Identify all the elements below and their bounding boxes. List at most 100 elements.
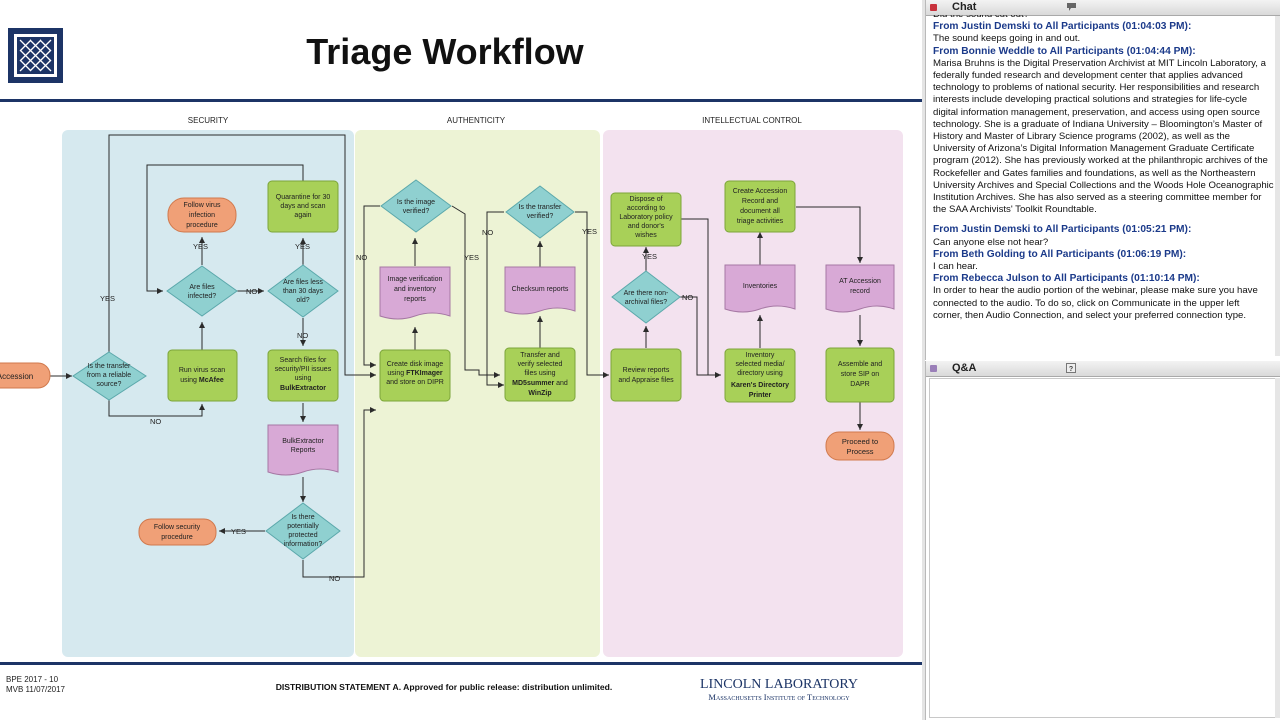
- panel-divider[interactable]: [922, 0, 925, 720]
- chat-message-text: program (2012). She has previously worke…: [933, 155, 1268, 167]
- decision-text: Is there: [291, 514, 314, 521]
- terminator-text: infection: [189, 212, 215, 219]
- checksum-reports-doc: Checksum reports: [504, 266, 576, 315]
- chat-message-sender: From Rebecca Julson to All Participants …: [933, 273, 1200, 285]
- help-icon[interactable]: ?: [1066, 363, 1077, 373]
- doc-text: AT Accession: [839, 278, 881, 285]
- column-title-security: SECURITY: [188, 116, 229, 125]
- step-tool: Printer: [749, 392, 772, 399]
- chat-scrollbar[interactable]: [1275, 16, 1280, 356]
- accession-node: Accession: [0, 362, 51, 389]
- header-rule: [0, 99, 922, 102]
- terminator-text: procedure: [186, 222, 218, 229]
- edge-label-yes: YES: [231, 527, 246, 536]
- slide-title: Triage Workflow: [306, 31, 584, 72]
- decision-text: Is the transfer: [519, 204, 562, 211]
- image-verification-reports-doc: Image verification and inventory reports: [379, 266, 451, 320]
- step-tool: FTKImager: [406, 370, 443, 377]
- step-text: Run virus scan: [179, 367, 225, 374]
- step-text: security/PII issues: [275, 366, 332, 373]
- chat-message-text: Rockefeller and Gates families and found…: [933, 167, 1256, 179]
- chat-panel-header[interactable]: Chat: [926, 0, 1280, 16]
- step-text: document all: [740, 208, 780, 215]
- step-text: Transfer and: [520, 352, 560, 359]
- chat-message-text: digital information management, preserva…: [933, 106, 1260, 118]
- chat-message-text: connected to the audio. To do so, click …: [933, 297, 1240, 309]
- terminator-text: Follow security: [154, 524, 201, 531]
- presentation-slide: Triage Workflow SECURITY AUTHENTICITY IN…: [0, 28, 922, 702]
- edge-label-no: NO: [482, 228, 493, 237]
- step-text: directory using: [737, 370, 783, 377]
- speech-bubble-icon[interactable]: [1066, 2, 1077, 12]
- chat-panel: Chat Did the sound cut out?From Justin D…: [925, 0, 1280, 360]
- doc-text: Reports: [291, 447, 316, 454]
- step-text: selected media/: [735, 361, 784, 368]
- decision-text: Is the transfer: [88, 363, 131, 370]
- decision-text: potentially: [287, 523, 319, 530]
- step-text: wishes: [634, 232, 657, 239]
- accession-label: Accession: [0, 372, 33, 381]
- doc-text: and inventory: [394, 286, 437, 293]
- footer-date-label: MVB 11/07/2017: [6, 685, 66, 694]
- step-text: and Appraise files: [618, 377, 674, 384]
- decision-text: Are files less: [283, 279, 323, 286]
- chat-message-log[interactable]: Did the sound cut out?From Justin Demski…: [933, 15, 1278, 354]
- step-text: Search files for: [280, 357, 327, 364]
- step-tool: Karen's Directory: [731, 382, 789, 389]
- footer-bpe-label: BPE 2017 - 10: [6, 675, 59, 684]
- doc-text: reports: [404, 296, 426, 303]
- svg-text:?: ?: [1069, 366, 1073, 373]
- doc-text: Image verification: [388, 276, 443, 283]
- step-tool: WinZip: [528, 390, 551, 397]
- qa-title: Q&A: [952, 362, 977, 374]
- lincoln-lab-name: LINCOLN LABORATORY: [700, 677, 858, 692]
- qa-question-list[interactable]: [929, 378, 1279, 718]
- panel-collapse-icon[interactable]: [930, 365, 937, 372]
- edge-label-yes: YES: [295, 242, 310, 251]
- edge-label-no: NO: [297, 331, 308, 340]
- step-text: again: [294, 212, 311, 219]
- reliable-source-decision: Is the transfer from a reliable source?: [72, 351, 147, 401]
- edge-label-yes: YES: [100, 294, 115, 303]
- chat-spacer: [933, 216, 1278, 224]
- decision-text: source?: [97, 381, 122, 388]
- panel-collapse-icon[interactable]: [930, 4, 937, 11]
- qa-scrollbar[interactable]: [1275, 378, 1280, 718]
- chat-message-text: Did the sound cut out?: [933, 15, 1278, 21]
- chat-message-sender: From Justin Demski to All Participants (…: [933, 21, 1192, 33]
- edge-label-yes: YES: [193, 242, 208, 251]
- step-text: Laboratory policy: [619, 214, 673, 221]
- terminator-text: Proceed to: [842, 437, 878, 446]
- non-archival-decision: Are there non-archival files?: [611, 270, 681, 324]
- step-tool: McAfee: [199, 377, 224, 384]
- doc-text: Checksum reports: [512, 286, 569, 293]
- step-text: verify selected: [518, 361, 563, 368]
- decision-text: from a reliable: [87, 372, 131, 379]
- step-tool: BulkExtractor: [280, 385, 326, 392]
- qa-panel-header[interactable]: Q&A ?: [926, 361, 1280, 377]
- chat-message-text: the SAA Archivists' Toolkit Roundtable.: [933, 204, 1097, 216]
- step-text: days and scan: [280, 203, 325, 210]
- step-text: Dispose of: [629, 196, 662, 203]
- qa-panel: Q&A ?: [925, 361, 1280, 720]
